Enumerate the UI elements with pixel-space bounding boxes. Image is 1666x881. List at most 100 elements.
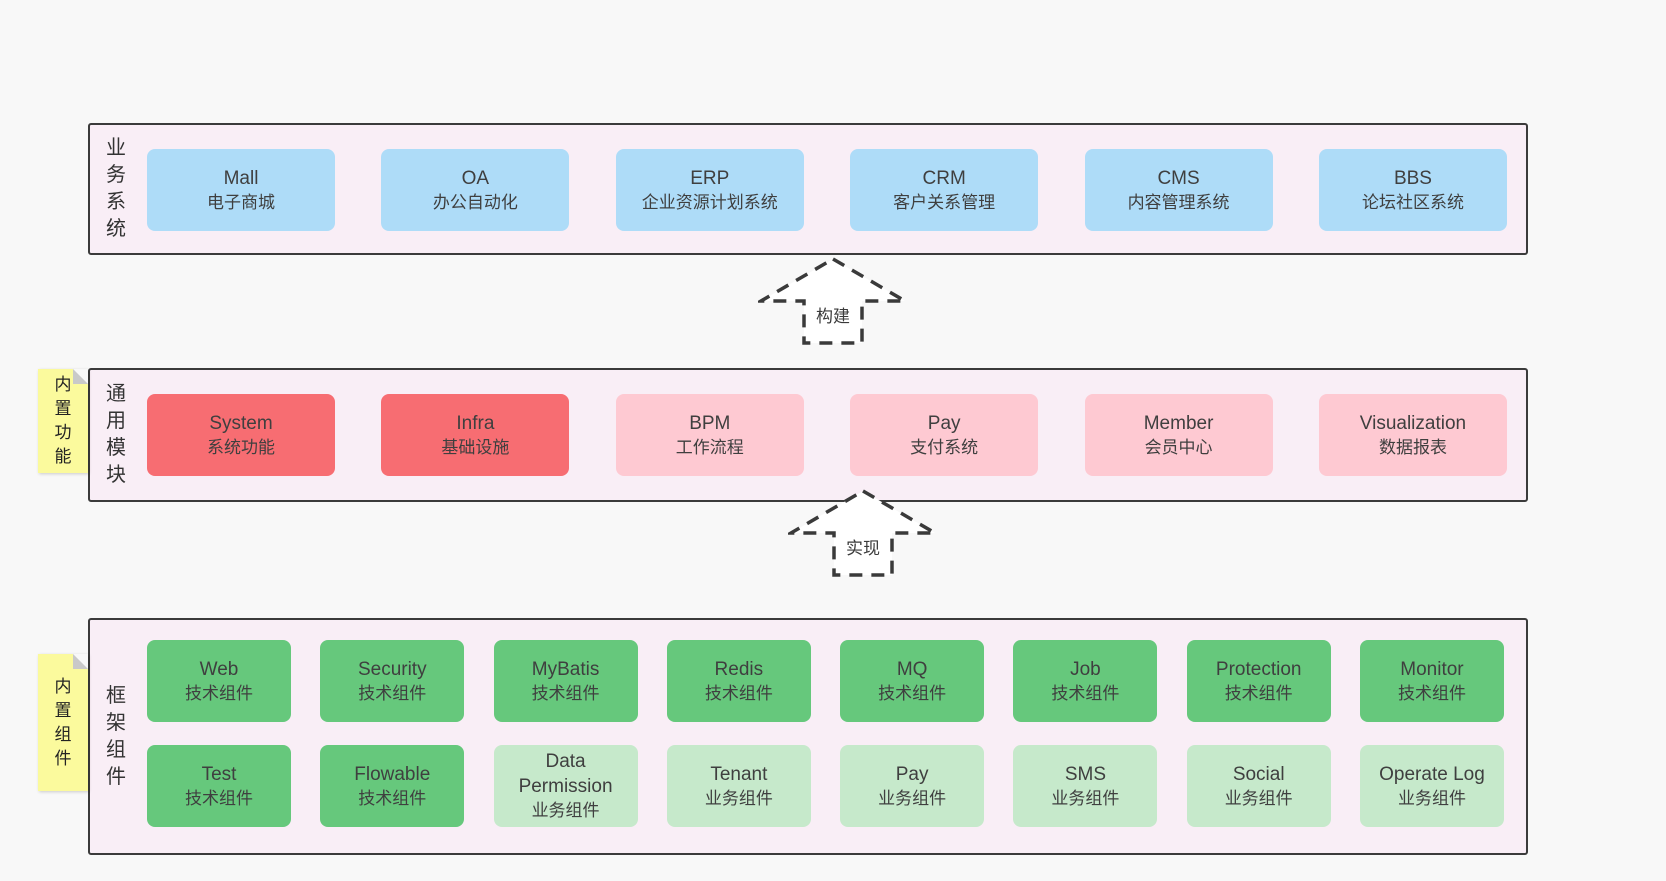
dashed-up-arrow-icon bbox=[788, 488, 938, 577]
component-box-data-permission: Data Permission 业务组件 bbox=[493, 745, 638, 827]
box-title: ERP bbox=[690, 167, 730, 189]
box-subtitle: 业务组件 bbox=[1051, 788, 1120, 808]
box-subtitle: 业务组件 bbox=[704, 788, 773, 808]
sticky-note-built-in-components: 内置组件 bbox=[38, 654, 88, 791]
box-title: System bbox=[209, 412, 273, 434]
box-title: Pay bbox=[927, 412, 961, 434]
box-title: Monitor bbox=[1400, 658, 1464, 680]
box-title: MQ bbox=[896, 658, 928, 680]
implement-arrow-label: 实现 bbox=[843, 534, 883, 559]
component-box-web: Web 技术组件 bbox=[147, 640, 291, 722]
box-subtitle: 技术组件 bbox=[1051, 683, 1120, 703]
sticky-note-built-in-features-label: 内置功能 bbox=[54, 375, 72, 466]
box-subtitle: 业务组件 bbox=[1224, 788, 1293, 808]
box-subtitle: 技术组件 bbox=[704, 683, 773, 703]
layer-modules-side-label: 通用模块 bbox=[106, 383, 126, 486]
box-subtitle: 数据报表 bbox=[1378, 437, 1447, 457]
component-box-oa: OA 办公自动化 bbox=[381, 149, 570, 231]
layer-common-modules: 通用模块 System 系统功能 Infra 基础设施 BPM 工作流程 Pay 支付系统 Me… bbox=[88, 368, 1528, 502]
business-boxes-row: Mall 电子商城 OA 办公自动化 ERP 企业资源计划系统 CRM 客户关系管理 CMS 内容… bbox=[147, 149, 1507, 231]
component-box-system: System 系统功能 bbox=[147, 394, 335, 476]
box-title: Social bbox=[1232, 763, 1285, 785]
component-box-bbs: BBS 论坛社区系统 bbox=[1318, 149, 1507, 231]
box-title: Data Permission bbox=[518, 751, 613, 797]
box-title: Redis bbox=[714, 658, 764, 680]
build-arrow-label: 构建 bbox=[813, 302, 853, 327]
box-title: BBS bbox=[1393, 167, 1432, 189]
component-box-member: Member 会员中心 bbox=[1084, 394, 1273, 476]
box-subtitle: 支付系统 bbox=[910, 437, 979, 457]
box-title: Pay bbox=[895, 763, 929, 785]
component-box-mq: MQ 技术组件 bbox=[840, 640, 985, 722]
box-title: Operate Log bbox=[1379, 763, 1485, 785]
box-subtitle: 电子商城 bbox=[207, 192, 275, 212]
component-box-crm: CRM 客户关系管理 bbox=[850, 149, 1039, 231]
component-box-tenant: Tenant 业务组件 bbox=[666, 745, 811, 827]
component-box-job: Job 技术组件 bbox=[1013, 640, 1158, 722]
box-subtitle: 技术组件 bbox=[878, 683, 947, 703]
box-subtitle: 技术组件 bbox=[358, 788, 427, 808]
box-subtitle: 系统功能 bbox=[207, 437, 275, 457]
component-box-visualization: Visualization 数据报表 bbox=[1318, 394, 1507, 476]
modules-boxes-row: System 系统功能 Infra 基础设施 BPM 工作流程 Pay 支付系统 Member 会… bbox=[147, 394, 1507, 476]
box-title: Job bbox=[1070, 658, 1101, 680]
box-subtitle: 会员中心 bbox=[1144, 437, 1213, 457]
box-subtitle: 工作流程 bbox=[675, 437, 744, 457]
box-subtitle: 办公自动化 bbox=[432, 192, 518, 212]
component-box-infra: Infra 基础设施 bbox=[381, 394, 570, 476]
layer-business-side-label: 业务系统 bbox=[106, 137, 126, 240]
box-title: BPM bbox=[689, 412, 731, 434]
layer-business-systems: 业务系统 Mall 电子商城 OA 办公自动化 ERP 企业资源计划系统 CRM 客户关系管理… bbox=[88, 123, 1528, 255]
component-box-social: Social 业务组件 bbox=[1186, 745, 1331, 827]
box-subtitle: 内容管理系统 bbox=[1127, 192, 1230, 212]
box-subtitle: 技术组件 bbox=[358, 683, 427, 703]
component-box-bpm: BPM 工作流程 bbox=[615, 394, 804, 476]
box-title: Security bbox=[357, 658, 427, 680]
component-box-erp: ERP 企业资源计划系统 bbox=[615, 149, 804, 231]
box-subtitle: 技术组件 bbox=[185, 683, 253, 703]
component-box-flowable: Flowable 技术组件 bbox=[320, 745, 465, 827]
component-box-sms: SMS 业务组件 bbox=[1013, 745, 1158, 827]
dashed-up-arrow-icon bbox=[758, 256, 908, 345]
box-subtitle: 业务组件 bbox=[1397, 788, 1466, 808]
component-box-protection: Protection 技术组件 bbox=[1186, 640, 1331, 722]
box-subtitle: 企业资源计划系统 bbox=[641, 192, 778, 212]
box-title: Web bbox=[199, 658, 239, 680]
box-subtitle: 技术组件 bbox=[531, 683, 600, 703]
box-title: CRM bbox=[922, 167, 966, 189]
sticky-note-built-in-components-label: 内置组件 bbox=[54, 676, 72, 768]
box-title: Test bbox=[201, 763, 237, 785]
box-title: Tenant bbox=[710, 763, 768, 785]
layer-components-side-label: 框架组件 bbox=[106, 684, 126, 788]
component-box-cms: CMS 内容管理系统 bbox=[1084, 149, 1273, 231]
box-subtitle: 论坛社区系统 bbox=[1361, 192, 1464, 212]
implement-arrow: 实现 bbox=[788, 488, 938, 578]
build-arrow: 构建 bbox=[758, 256, 908, 346]
box-title: Mall bbox=[223, 167, 259, 189]
box-subtitle: 技术组件 bbox=[1397, 683, 1466, 703]
box-title: Member bbox=[1143, 412, 1214, 434]
component-box-mall: Mall 电子商城 bbox=[147, 149, 335, 231]
box-title: Flowable bbox=[354, 763, 431, 785]
box-title: CMS bbox=[1157, 167, 1200, 189]
component-box-monitor: Monitor 技术组件 bbox=[1359, 640, 1504, 722]
sticky-note-built-in-features: 内置功能 bbox=[38, 369, 88, 473]
box-subtitle: 基础设施 bbox=[441, 437, 510, 457]
box-subtitle: 技术组件 bbox=[1224, 683, 1293, 703]
component-box-test: Test 技术组件 bbox=[147, 745, 291, 827]
box-title: OA bbox=[461, 167, 490, 189]
component-box-security: Security 技术组件 bbox=[320, 640, 465, 722]
box-title: Protection bbox=[1215, 658, 1302, 680]
box-subtitle: 技术组件 bbox=[185, 788, 253, 808]
box-subtitle: 客户关系管理 bbox=[893, 192, 996, 212]
box-title: SMS bbox=[1064, 763, 1106, 785]
box-title: Infra bbox=[456, 412, 495, 434]
box-title: Visualization bbox=[1359, 412, 1467, 434]
component-box-redis: Redis 技术组件 bbox=[666, 640, 811, 722]
box-subtitle: 业务组件 bbox=[531, 801, 600, 820]
